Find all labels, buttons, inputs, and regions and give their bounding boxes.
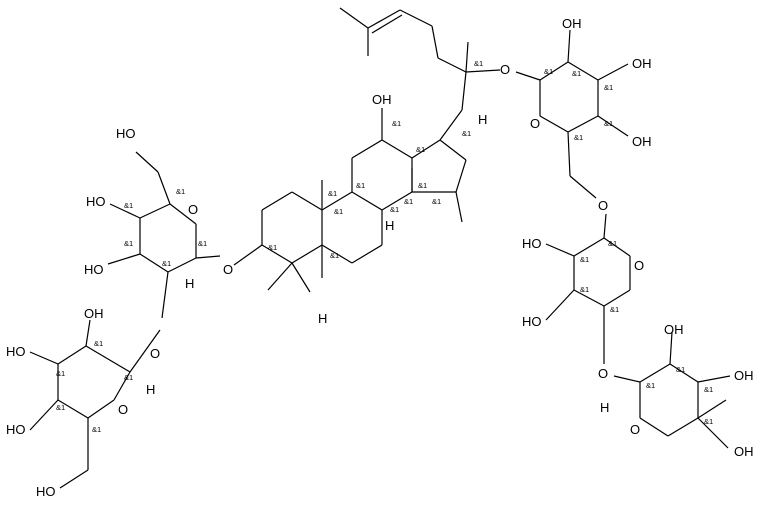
atom-label-ho-6: HO: [116, 126, 136, 141]
stereo-label: &1: [704, 385, 713, 394]
stereo-label: &1: [356, 181, 365, 190]
atom-label-ring-o-xyl2: O: [630, 422, 640, 437]
atom-label-h-xyl2: H: [600, 400, 609, 415]
stereo-label: &1: [608, 239, 617, 248]
stereo-label: &1: [544, 67, 553, 76]
atom-label-ho-glc2-6: HO: [36, 484, 56, 499]
stereo-label: &1: [392, 119, 401, 128]
stereo-label: &1: [676, 365, 685, 374]
stereo-label: &1: [92, 425, 101, 434]
atom-label-h-9: H: [385, 218, 394, 233]
stereo-label: &1: [604, 119, 613, 128]
stereo-label: &1: [328, 189, 337, 198]
stereo-label: &1: [390, 205, 399, 214]
atom-label-ring-o-xyl1: O: [634, 258, 644, 273]
atom-label-ho-4: HO: [86, 194, 106, 209]
stereo-label: &1: [462, 129, 471, 138]
atom-label-oh-xyl2-2: OH: [664, 322, 684, 337]
stereo-label: &1: [176, 187, 185, 196]
atom-label-oh-12: OH: [372, 92, 392, 107]
stereo-label: &1: [572, 69, 581, 78]
atom-label-h-17: H: [478, 112, 487, 127]
atom-label-oh-glc3-2: OH: [562, 16, 582, 31]
atom-label-h-5: H: [318, 311, 327, 326]
stereo-label: &1: [268, 243, 277, 252]
atom-label-ho-xyl1-2: HO: [522, 236, 542, 251]
atom-label-ring-o-glc3: O: [530, 116, 540, 131]
stereo-label: &1: [56, 403, 65, 412]
atom-label-o-glycoside-6: O: [598, 198, 608, 213]
stereo-label: &1: [94, 339, 103, 348]
stereo-label: &1: [124, 373, 133, 382]
atom-label-oh-glc3-4: OH: [632, 134, 652, 149]
stereo-label: &1: [416, 145, 425, 154]
stereo-label: &1: [474, 59, 483, 68]
atom-labels: OH O H H H O HO HO HO O H O OH HO HO O H…: [6, 16, 754, 499]
atom-label-h-glc1: H: [185, 276, 194, 291]
atom-label-ho-3: HO: [84, 262, 104, 277]
stereo-label: &1: [404, 197, 413, 206]
stereo-label: &1: [124, 201, 133, 210]
atom-label-ho-glc2-3: HO: [6, 344, 26, 359]
stereo-label: &1: [704, 417, 713, 426]
stereo-label: &1: [432, 197, 441, 206]
stereo-label: &1: [610, 305, 619, 314]
stereo-label: &1: [580, 285, 589, 294]
stereo-label: &1: [580, 255, 589, 264]
atom-label-ho-glc2-4: HO: [6, 422, 26, 437]
atom-label-o-glycoside-4: O: [598, 366, 608, 381]
atom-label-ho-xyl1-3: HO: [522, 314, 542, 329]
atom-label-oh-glc2-2: OH: [84, 306, 104, 321]
stereo-label: &1: [646, 381, 655, 390]
atom-label-oh-glc3-3: OH: [632, 56, 652, 71]
stereo-label: &1: [604, 83, 613, 92]
stereo-label: &1: [124, 239, 133, 248]
stereo-label: &1: [56, 369, 65, 378]
stereo-label: &1: [198, 239, 207, 248]
atom-label-oh-xyl2-4: OH: [734, 444, 754, 459]
atom-label-o-glycoside-2: O: [150, 346, 160, 361]
stereo-label: &1: [418, 181, 427, 190]
atom-label-o-glycoside-20: O: [500, 62, 510, 77]
atom-label-ring-o-glc2: O: [118, 402, 128, 417]
stereo-label: &1: [334, 207, 343, 216]
stereo-label: &1: [574, 133, 583, 142]
stereo-label: &1: [162, 259, 171, 268]
atom-label-h-glc2: H: [146, 382, 155, 397]
stereo-labels: &1 &1 &1 &1 &1 &1 &1 &1 &1 &1 &1 &1 &1 &…: [56, 59, 713, 434]
stereo-label: &1: [330, 251, 339, 260]
atom-label-ring-o-glc1: O: [188, 202, 198, 217]
atom-label-o-glycoside-3: O: [223, 262, 233, 277]
bond-lines: [29, 7, 731, 489]
atom-label-oh-xyl2-3: OH: [734, 368, 754, 383]
